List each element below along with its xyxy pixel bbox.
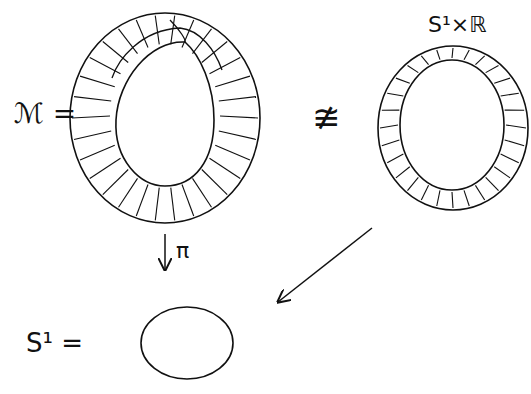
hatch-stroke <box>452 192 453 208</box>
mobius-inner <box>116 42 214 186</box>
hatch-stroke <box>421 56 428 65</box>
hatch-stroke <box>505 110 525 111</box>
hatch-stroke <box>72 116 110 118</box>
space-label: S¹×ℝ <box>428 14 487 36</box>
hatch-stroke <box>90 57 121 73</box>
hatch-stroke <box>437 50 440 60</box>
hatch-stroke <box>380 125 398 128</box>
hatch-stroke <box>219 131 256 139</box>
cylinder-outer <box>378 46 528 210</box>
hatch-stroke <box>396 78 410 83</box>
hatch-stroke <box>464 190 469 206</box>
hatch-stroke <box>171 16 175 45</box>
cylinder-inner <box>400 60 504 190</box>
hatch-stroke <box>220 116 258 118</box>
hatch-stroke <box>74 97 111 101</box>
hatch-stroke <box>501 154 519 163</box>
hatch-stroke <box>494 167 510 178</box>
hatch-stroke <box>437 190 440 206</box>
hatch-stroke <box>209 57 240 73</box>
hatch-stroke <box>209 158 240 178</box>
hatch-stroke <box>103 170 128 195</box>
hatch-stroke <box>421 185 428 200</box>
map-label: π <box>176 240 189 262</box>
hatch-stroke <box>182 184 194 215</box>
mobius-twist <box>112 28 222 78</box>
hatch-stroke <box>119 29 138 54</box>
hatch-stroke <box>494 78 510 83</box>
hatch-stroke <box>215 76 250 87</box>
hatch-stroke <box>387 93 403 96</box>
relation-symbol: ≇ <box>312 100 341 134</box>
hatch-stroke <box>202 41 227 62</box>
hatch-stroke <box>506 125 526 128</box>
hatch-stroke <box>396 167 410 178</box>
hatching <box>72 16 526 221</box>
hatch-stroke <box>80 145 115 160</box>
hatch-stroke <box>80 76 115 87</box>
projection-arrow <box>164 234 166 270</box>
hatch-stroke <box>382 110 400 111</box>
hatch-stroke <box>155 188 159 221</box>
hatch-stroke <box>387 154 403 163</box>
hatch-stroke <box>486 177 499 190</box>
hatch-stroke <box>215 145 250 160</box>
hatch-stroke <box>155 16 159 45</box>
hatch-stroke <box>486 65 499 72</box>
base-circle <box>141 307 233 379</box>
hatch-stroke <box>171 188 175 221</box>
hatch-stroke <box>407 65 418 72</box>
hatch-stroke <box>382 140 400 146</box>
projection-arrow <box>278 228 372 302</box>
hatch-stroke <box>452 48 453 58</box>
hatch-stroke <box>202 170 227 195</box>
hatch-stroke <box>407 177 418 190</box>
hatch-stroke <box>136 184 148 215</box>
hatch-stroke <box>464 50 469 60</box>
hatch-stroke <box>193 178 212 207</box>
hatch-stroke <box>219 97 256 101</box>
space-label: ℳ = <box>14 100 76 128</box>
mobius-outer <box>70 13 260 223</box>
hatch-stroke <box>475 185 484 200</box>
hatch-stroke <box>505 140 525 146</box>
hatch-stroke <box>501 93 519 96</box>
hatch-stroke <box>103 41 128 62</box>
hatch-stroke <box>193 29 212 54</box>
hatch-stroke <box>119 178 138 207</box>
hatch-stroke <box>90 158 121 178</box>
hatch-stroke <box>475 56 484 65</box>
hatch-stroke <box>182 20 194 47</box>
hatch-stroke <box>74 131 111 139</box>
hatch-stroke <box>136 20 148 47</box>
space-label: S¹ = <box>26 330 83 356</box>
